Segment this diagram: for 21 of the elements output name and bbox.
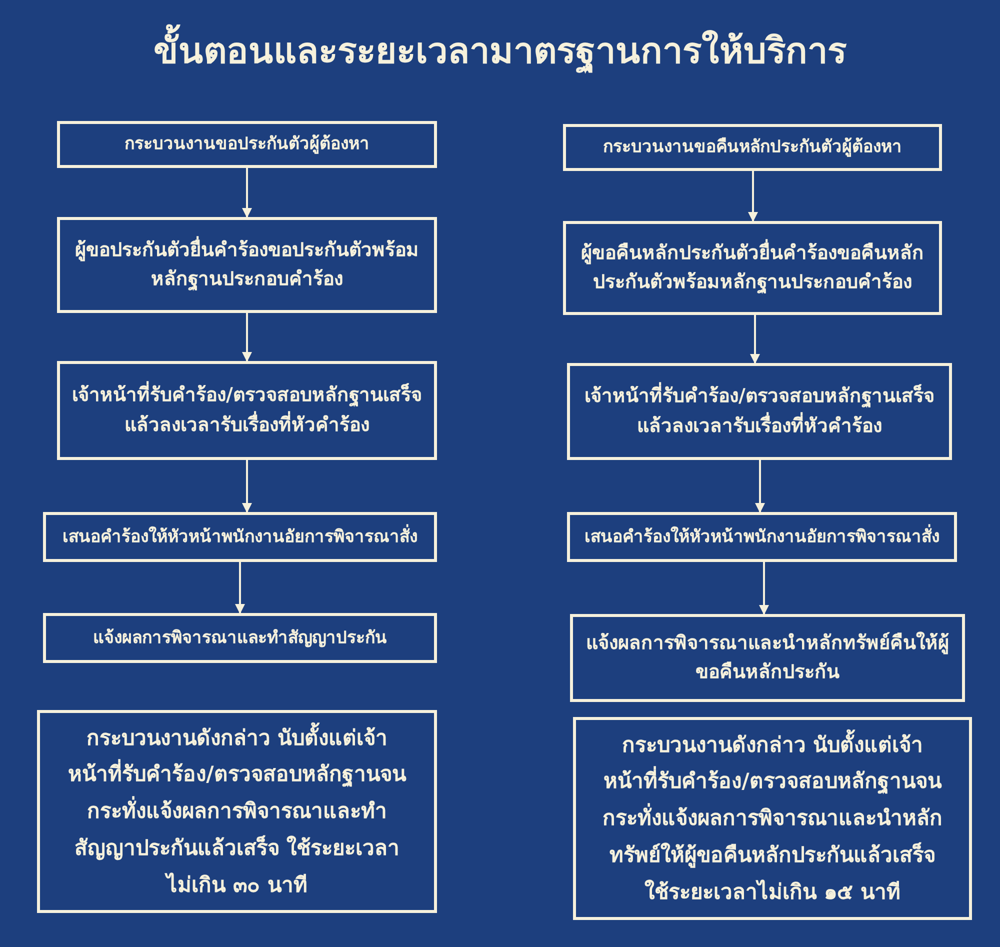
process-box: เจ้าหน้าที่รับคำร้อง/ตรวจสอบหลักฐานเสร็จแล้วลงเวลารับเรื่องที่หัวคำร้อง [567, 363, 952, 460]
note-box: กระบวนงานดังกล่าว นับตั้งแต่เจ้าหน้าที่รับคำร้อง/ตรวจสอบหลักฐานจนกระทั่งแจ้งผลการพิจารณาและทำสัญญาประกันแล้วเสร็จ ใช้ระยะเวลาไม่เกิน ๓๐ นาที [37, 710, 437, 913]
arrow [748, 171, 758, 222]
process-box: เสนอคำร้องให้หัวหน้าพนักงานอัยการพิจารณาสั่ง [43, 512, 437, 562]
arrow [242, 313, 252, 362]
arrow [242, 168, 252, 218]
arrow [242, 460, 252, 513]
process-box: แจ้งผลการพิจารณาและนำหลักทรัพย์คืนให้ผู้ขอคืนหลักประกัน [570, 614, 965, 702]
process-box: เสนอคำร้องให้หัวหน้าพนักงานอัยการพิจารณาสั่ง [567, 512, 957, 562]
arrow [235, 562, 245, 614]
process-box: กระบวนงานขอประกันตัวผู้ต้องหา [57, 121, 437, 168]
title: ขั้นตอนและระยะเวลามาตรฐานการให้บริการ [40, 22, 960, 79]
process-box: เจ้าหน้าที่รับคำร้อง/ตรวจสอบหลักฐานเสร็จแล้วลงเวลารับเรื่องที่หัวคำร้อง [57, 361, 437, 460]
arrow [759, 562, 769, 615]
arrow [750, 315, 760, 364]
process-box: แจ้งผลการพิจารณาและทำสัญญาประกัน [43, 613, 437, 663]
arrow [755, 460, 765, 513]
note-box: กระบวนงานดังกล่าว นับตั้งแต่เจ้าหน้าที่รับคำร้อง/ตรวจสอบหลักฐานจนกระทั่งแจ้งผลการพิจารณาและนำหลักทรัพย์ให้ผู้ขอคืนหลักประกันแล้วเสร็จใช้ระยะเวลาไม่เกิน ๑๕ นาที [573, 717, 972, 920]
process-box: ผู้ขอประกันตัวยื่นคำร้องขอประกันตัวพร้อมหลักฐานประกอบคำร้อง [57, 217, 437, 313]
process-box: ผู้ขอคืนหลักประกันตัวยื่นคำร้องขอคืนหลักประกันตัวพร้อมหลักฐานประกอบคำร้อง [563, 221, 942, 315]
process-box: กระบวนงานขอคืนหลักประกันตัวผู้ต้องหา [563, 124, 942, 171]
